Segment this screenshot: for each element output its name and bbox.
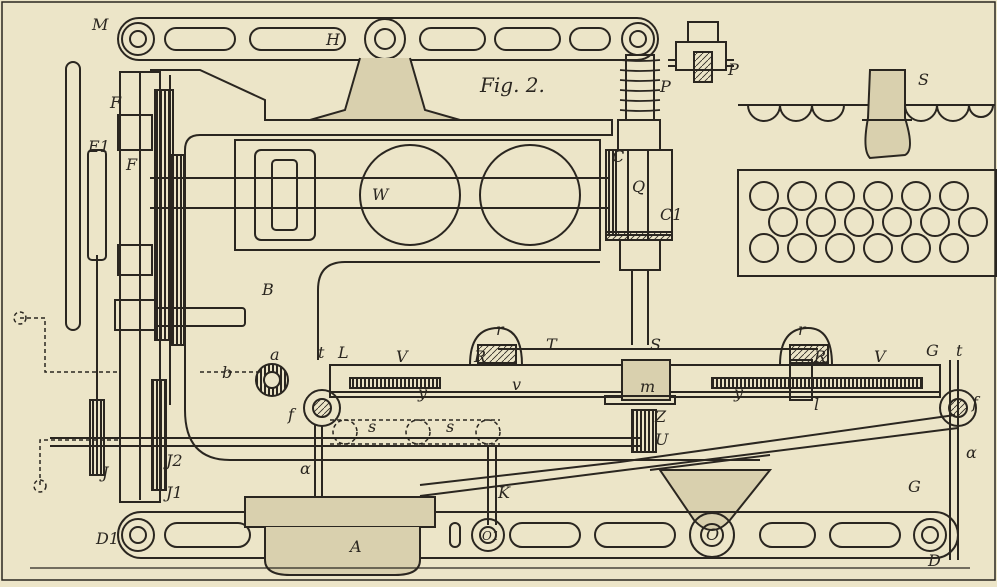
label-d: D (927, 551, 941, 570)
main-frame (150, 69, 760, 461)
rod-e1 (65, 61, 107, 430)
label-m-lower: m (640, 377, 655, 396)
label-c: C (612, 147, 624, 166)
label-alpha-left: α (300, 459, 311, 478)
label-u: U (655, 430, 669, 449)
detail-p-bolt (668, 21, 734, 83)
label-d1: D1 (95, 529, 119, 548)
label-a-anvil: A (348, 537, 362, 556)
label-t-left: t (318, 343, 325, 362)
pivot-bracket-o (658, 469, 773, 531)
vertical-shaft (89, 71, 246, 503)
label-s-left: s (368, 417, 376, 436)
label-a: a (270, 345, 280, 364)
anvil-a (244, 496, 436, 576)
label-f: F (109, 93, 122, 112)
crank-handles (13, 311, 260, 493)
label-t-right: t (956, 341, 963, 360)
label-y-left: y (417, 383, 428, 402)
label-o1: O1 (482, 529, 499, 543)
perforated-plate (737, 169, 997, 277)
label-f-right: f (971, 393, 981, 412)
saddle-t (469, 326, 833, 366)
label-q: Q (632, 177, 645, 196)
label-j1: J1 (163, 483, 183, 502)
label-y-right: y (733, 383, 744, 402)
detail-s (738, 69, 995, 160)
label-s-detail: S (918, 70, 929, 89)
fulcrum-stand (309, 57, 461, 121)
figure-caption: Fig. 2. (479, 73, 545, 97)
label-p: P (659, 77, 671, 96)
label-j2: J2 (163, 451, 183, 470)
spindle-assembly (605, 54, 673, 345)
label-b-upper: B (261, 280, 274, 299)
label-r-left: r (496, 320, 505, 339)
label-v: v (512, 375, 521, 394)
label-h: H (325, 30, 341, 49)
label-w: W (372, 185, 390, 204)
dashed-pulleys (330, 419, 501, 445)
label-r-upper-left: R (473, 347, 486, 366)
label-alpha-right: α (966, 443, 977, 462)
label-e1: E1 (87, 137, 110, 156)
base-beam (117, 511, 959, 559)
label-s-mid: s (446, 417, 454, 436)
label-g: G (908, 477, 921, 496)
label-r-upper-right: R (813, 347, 826, 366)
pinion-a (255, 363, 289, 397)
label-c1: C1 (660, 205, 682, 224)
top-lever (117, 17, 659, 61)
label-r-right: r (798, 320, 807, 339)
label-j: J (99, 463, 110, 482)
slide-rail (329, 359, 941, 405)
label-k: K (497, 483, 511, 502)
label-s: S (650, 335, 661, 354)
label-t-upper: T (546, 335, 558, 354)
lower-lever (419, 414, 956, 486)
label-v-left: V (396, 347, 409, 366)
label-l: L (337, 343, 349, 362)
label-p-detail: P (727, 60, 739, 79)
label-l-lower: l (814, 395, 819, 414)
label-g-right: G (926, 341, 939, 360)
label-o: O (706, 525, 719, 544)
label-v-right: V (874, 347, 887, 366)
label-z: Z (654, 407, 667, 426)
label-b: b (222, 363, 232, 382)
label-f-lower: F (125, 155, 138, 174)
label-m: M (91, 15, 109, 34)
label-f-left: f (287, 405, 297, 424)
